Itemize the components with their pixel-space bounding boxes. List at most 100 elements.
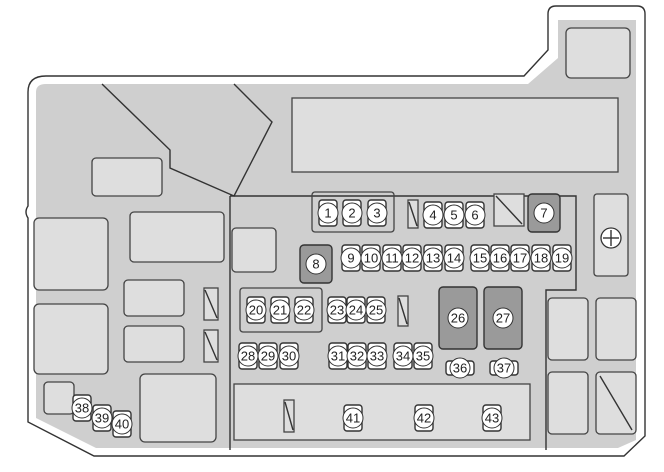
fuse-19: 19 [551,244,573,272]
fuse-label-badge [269,299,291,321]
fuse-9: 9 [340,244,362,272]
fuse-36: 36 [445,357,475,379]
fuse-37: 37 [489,357,519,379]
fuse-5: 5 [443,201,465,229]
fuse-12: 12 [401,244,423,272]
fuse-number-label: 35 [416,349,430,364]
fuse-number-label: 3 [373,206,380,221]
center-left-block [231,227,277,273]
fuse-number-label: 13 [426,251,440,266]
fuse-number-label: 37 [497,361,511,376]
fuse-10: 10 [360,244,382,272]
fuse-label-badge [509,247,531,269]
fuse-label-badge [71,397,93,419]
fuse-label-badge [533,202,555,224]
fuse-21: 21 [269,296,291,324]
fuse-number-label: 9 [347,251,354,266]
fuse-42: 42 [413,404,435,432]
fuse-number-label: 20 [249,303,263,318]
fuse-39: 39 [91,404,113,432]
fuse-31: 31 [327,342,349,370]
fuse-label-badge [91,407,113,429]
fuse-label-badge [447,307,469,329]
fuse-label-badge [443,204,465,226]
fuse-number-label: 7 [540,206,547,221]
fuse-number-label: 4 [429,208,436,223]
fuse-number-label: 5 [450,208,457,223]
fuse-number-label: 41 [346,411,360,426]
fuse-label-badge [412,345,434,367]
fuse-3: 3 [366,199,388,227]
fuse-14: 14 [443,244,465,272]
spare-slot-slash [398,297,408,325]
fuse-label-badge [257,345,279,367]
left-block-f [123,325,185,363]
fuse-label-badge [422,247,444,269]
fuse-label-badge [551,247,573,269]
fuse-15: 15 [469,244,491,272]
fuse-label-badge [342,407,364,429]
fuse-number-label: 29 [261,349,275,364]
fuse-number-label: 32 [350,349,364,364]
fuse-number-label: 15 [473,251,487,266]
fuse-label-badge [366,202,388,224]
fuse-number-label: 31 [331,349,345,364]
fuse-number-label: 25 [369,303,383,318]
fuse-41: 41 [342,404,364,432]
fuse-number-label: 28 [241,349,255,364]
fuse-number-label: 8 [312,257,319,272]
fuse-32: 32 [346,342,368,370]
fuse-number-label: 38 [75,401,89,416]
fuse-6: 6 [464,201,486,229]
fuse-30: 30 [278,342,300,370]
fuse-4: 4 [422,201,444,229]
fuse-label-badge [530,247,552,269]
fuse-number-label: 14 [447,251,461,266]
fuse-8: 8 [299,244,333,284]
fuse-26: 26 [438,286,478,350]
fuse-label-badge [317,202,339,224]
fuse-number-label: 40 [115,417,129,432]
fuse-number-label: 19 [555,251,569,266]
fuse-number-label: 39 [95,411,109,426]
fuse-22: 22 [293,296,315,324]
right-block-b [595,297,637,361]
fuse-25: 25 [365,296,387,324]
fuse-label-badge [492,307,514,329]
fuse-1: 1 [317,199,339,227]
fuse-number-label: 43 [485,411,499,426]
fuse-label-badge [366,345,388,367]
fuse-13: 13 [422,244,444,272]
fuse-27: 27 [483,286,523,350]
fuse-label-badge [401,247,423,269]
fuse-label-badge [245,299,267,321]
lower-fuse-rail [233,383,531,441]
left-block-h [43,381,75,415]
fuse-number-label: 24 [349,303,363,318]
fuse-28: 28 [237,342,259,370]
fuse-29: 29 [257,342,279,370]
fuse-label-badge [341,202,363,224]
right-block-c [547,371,589,435]
fuse-43: 43 [481,404,503,432]
fuse-number-label: 21 [273,303,287,318]
fuse-label-badge [449,357,471,379]
fuse-18: 18 [530,244,552,272]
fuse-label-badge [413,407,435,429]
fuse-number-label: 1 [324,206,331,221]
corner-block [565,27,631,79]
fuse-number-label: 18 [534,251,548,266]
housing-outline [25,5,646,457]
fuse-7: 7 [527,193,561,233]
right-block-a [547,297,589,361]
fuse-number-label: 16 [493,251,507,266]
spare-slot-slash [284,401,294,431]
fuse-34: 34 [392,342,414,370]
fuse-17: 17 [509,244,531,272]
fuse-number-label: 23 [330,303,344,318]
fuse-number-label: 33 [370,349,384,364]
left-block-d [129,211,225,263]
left-block-g [139,373,217,443]
fuse-16: 16 [489,244,511,272]
spare-slot-slash [495,195,523,225]
